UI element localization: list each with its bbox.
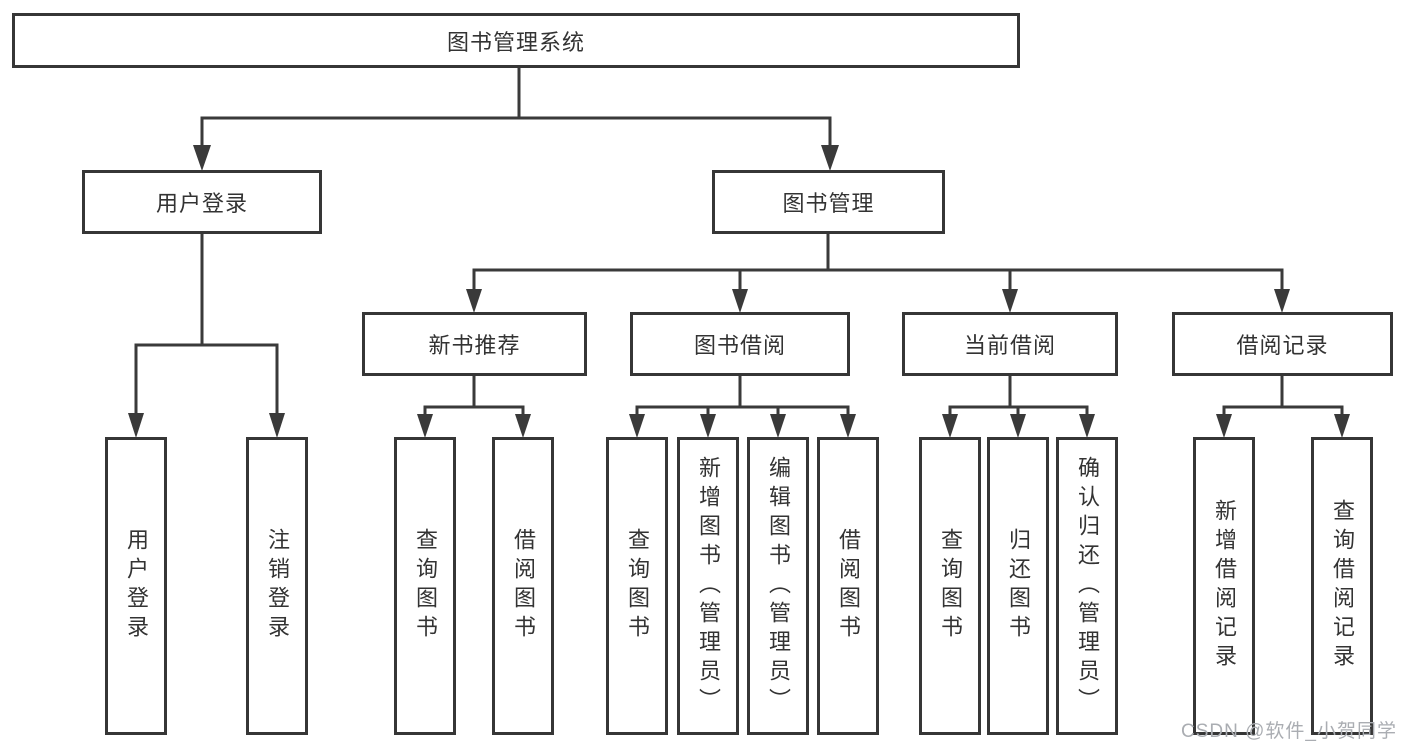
leaf-confirm-return-admin: 确认归还（管理员） [1056, 437, 1118, 735]
leaf-logout: 注销登录 [246, 437, 308, 735]
node-current-borrow: 当前借阅 [902, 312, 1118, 376]
leaf-user-login-label: 用户登录 [124, 528, 149, 644]
node-borrow-record: 借阅记录 [1172, 312, 1393, 376]
leaf-add-book-admin: 新增图书（管理员） [677, 437, 739, 735]
node-book-borrow: 图书借阅 [630, 312, 850, 376]
leaf-query-book-3-label: 查询图书 [938, 528, 963, 644]
leaf-borrow-book-1: 借阅图书 [492, 437, 554, 735]
leaf-add-borrow-record: 新增借阅记录 [1193, 437, 1255, 735]
leaf-query-book-1-label: 查询图书 [413, 528, 438, 644]
leaf-query-book-2: 查询图书 [606, 437, 668, 735]
leaf-edit-book-admin: 编辑图书（管理员） [747, 437, 809, 735]
csdn-watermark: CSDN @软件_小贺同学 [1181, 721, 1397, 742]
leaf-add-borrow-record-label: 新增借阅记录 [1212, 499, 1237, 673]
node-new-book-recommend: 新书推荐 [362, 312, 587, 376]
leaf-borrow-book-2-label: 借阅图书 [836, 528, 861, 644]
leaf-query-book-3: 查询图书 [919, 437, 981, 735]
node-root-library-system: 图书管理系统 [12, 13, 1020, 68]
node-user-login: 用户登录 [82, 170, 322, 234]
leaf-query-book-2-label: 查询图书 [625, 528, 650, 644]
node-book-management: 图书管理 [712, 170, 945, 234]
leaf-return-book-label: 归还图书 [1006, 528, 1031, 644]
leaf-logout-label: 注销登录 [265, 528, 290, 644]
leaf-query-borrow-record: 查询借阅记录 [1311, 437, 1373, 735]
leaf-add-book-admin-label: 新增图书（管理员） [696, 455, 721, 717]
leaf-return-book: 归还图书 [987, 437, 1049, 735]
leaf-query-borrow-record-label: 查询借阅记录 [1330, 499, 1355, 673]
leaf-borrow-book-2: 借阅图书 [817, 437, 879, 735]
leaf-confirm-return-admin-label: 确认归还（管理员） [1075, 455, 1100, 717]
leaf-query-book-1: 查询图书 [394, 437, 456, 735]
leaf-borrow-book-1-label: 借阅图书 [511, 528, 536, 644]
leaf-edit-book-admin-label: 编辑图书（管理员） [766, 455, 791, 717]
leaf-user-login: 用户登录 [105, 437, 167, 735]
